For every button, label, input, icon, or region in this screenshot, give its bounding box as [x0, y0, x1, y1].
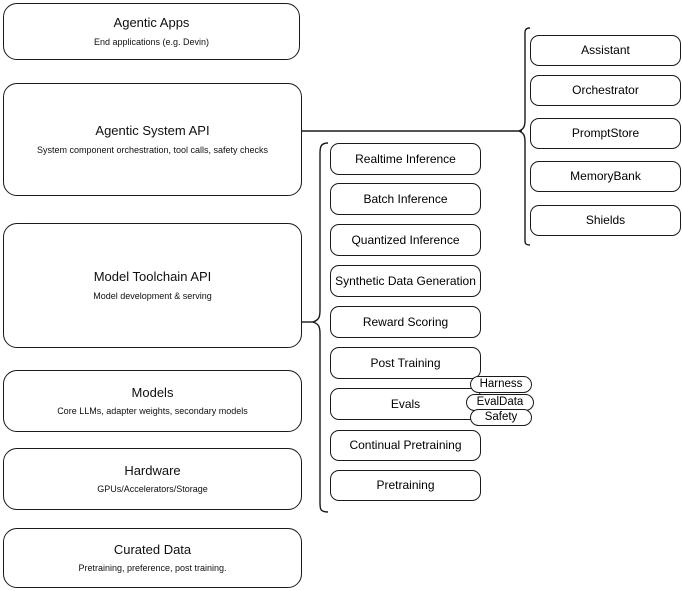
layer-subtitle: Core LLMs, adapter weights, secondary mo…	[57, 406, 248, 416]
system-item-orchestrator[interactable]: Orchestrator	[530, 75, 681, 106]
chip-label: Post Training	[370, 355, 441, 370]
chip-label: Continual Pretraining	[349, 438, 462, 452]
chip-label: Synthetic Data Generation	[335, 273, 476, 288]
layer-title: Models	[131, 384, 174, 400]
layer-box-model-toolchain-api[interactable]: Model Toolchain API Model development & …	[3, 223, 302, 348]
chip-label: PromptStore	[571, 126, 640, 140]
chip-label: Orchestrator	[572, 83, 639, 97]
pill-label: EvalData	[476, 396, 524, 409]
evals-pill-harness[interactable]: Harness	[470, 376, 532, 393]
chip-label: Assistant	[581, 43, 630, 57]
system-item-promptstore[interactable]: PromptStore	[530, 118, 681, 149]
layer-subtitle: End applications (e.g. Devin)	[93, 36, 210, 47]
system-item-assistant[interactable]: Assistant	[530, 35, 681, 66]
toolchain-item-quantized-inference[interactable]: Quantized Inference	[330, 224, 481, 256]
layer-subtitle: Model development & serving	[93, 290, 212, 301]
layer-subtitle: GPUs/Accelerators/Storage	[97, 484, 208, 494]
chip-label: Reward Scoring	[362, 314, 449, 329]
system-item-shields[interactable]: Shields	[530, 205, 681, 236]
toolchain-item-pretraining[interactable]: Pretraining	[330, 470, 481, 501]
chip-label: Shields	[585, 213, 626, 227]
layer-box-models[interactable]: Models Core LLMs, adapter weights, secon…	[3, 370, 302, 432]
layer-subtitle: Pretraining, preference, post training.	[78, 563, 227, 573]
system-components-brace	[517, 27, 531, 246]
system-item-memorybank[interactable]: MemoryBank	[530, 161, 681, 192]
evals-pill-safety[interactable]: Safety	[470, 409, 532, 426]
toolchain-components-brace	[310, 142, 329, 513]
layer-subtitle: System component orchestration, tool cal…	[36, 144, 269, 155]
toolchain-item-synthetic-data-generation[interactable]: Synthetic Data Generation	[330, 265, 481, 297]
toolchain-item-continual-pretraining[interactable]: Continual Pretraining	[330, 430, 481, 461]
chip-label: Realtime Inference	[355, 151, 456, 166]
toolchain-item-realtime-inference[interactable]: Realtime Inference	[330, 143, 481, 175]
chip-label: Quantized Inference	[351, 232, 460, 247]
layer-title: Curated Data	[113, 541, 192, 557]
toolchain-item-reward-scoring[interactable]: Reward Scoring	[330, 306, 481, 338]
layer-title: Model Toolchain API	[93, 269, 212, 285]
layer-box-hardware[interactable]: Hardware GPUs/Accelerators/Storage	[3, 448, 302, 510]
layer-box-curated-data[interactable]: Curated Data Pretraining, preference, po…	[3, 528, 302, 588]
chip-label: Batch Inference	[363, 191, 448, 206]
pill-label: Safety	[484, 411, 518, 424]
chip-label: MemoryBank	[570, 169, 641, 183]
toolchain-item-batch-inference[interactable]: Batch Inference	[330, 183, 481, 215]
layer-box-agentic-system-api[interactable]: Agentic System API System component orch…	[3, 83, 302, 196]
toolchain-item-evals[interactable]: Evals	[330, 388, 481, 420]
chip-label: Pretraining	[376, 478, 435, 492]
layer-title: Agentic Apps	[113, 15, 190, 31]
layer-title: Agentic System API	[95, 123, 210, 139]
layer-title: Hardware	[124, 462, 181, 478]
pill-label: Harness	[479, 378, 523, 391]
toolchain-item-post-training[interactable]: Post Training	[330, 347, 481, 379]
chip-label: Evals	[390, 396, 421, 411]
layer-box-agentic-apps[interactable]: Agentic Apps End applications (e.g. Devi…	[3, 3, 300, 60]
